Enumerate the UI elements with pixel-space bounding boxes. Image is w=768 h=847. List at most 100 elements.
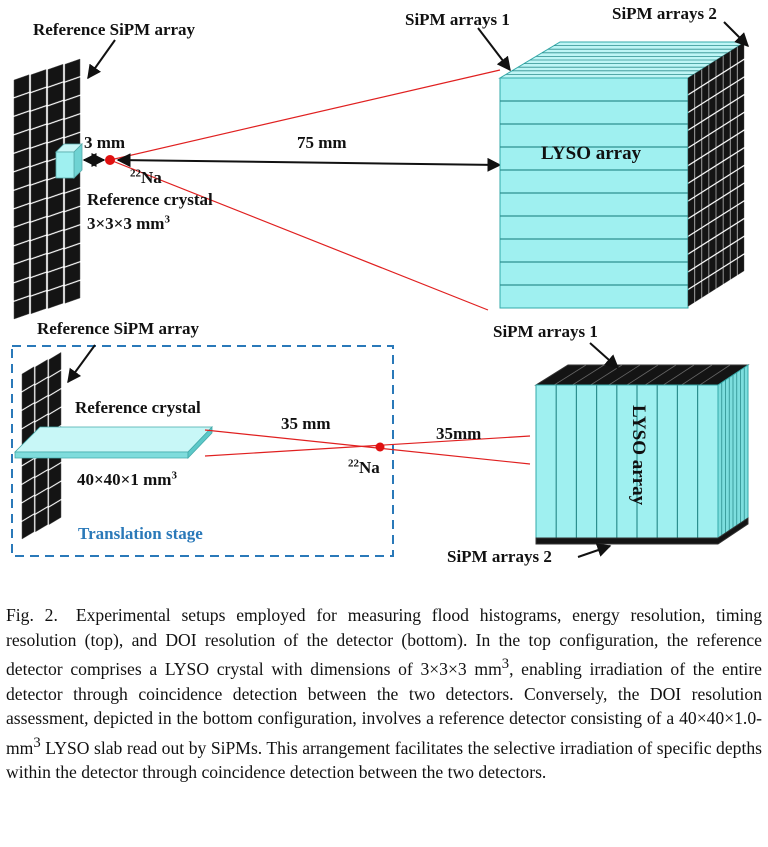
sipm-tile [730,135,738,156]
top-ref-sipm-pointer [87,39,116,80]
sipm-tile [723,175,730,196]
sipm-tile [13,203,30,227]
sipm-tile [64,95,81,119]
sipm-tile [702,206,709,227]
top-ref-crystal-dims-text: 3×3×3 mm [87,214,165,233]
sipm-tile [687,126,695,148]
sipm-tile [30,180,47,204]
sipm-tile [13,148,30,172]
top-na-source [105,155,115,165]
top-ref-crystal-label: Reference crystal [87,190,213,209]
top-beam-lower [109,159,489,311]
sipm-tile [737,183,745,205]
top-distance-label: 75 mm [297,133,347,152]
sipm-tile [694,139,702,161]
sipm-tile [730,64,738,86]
sipm-grid-line [608,364,641,386]
sipm-tile [709,166,716,188]
sipm-grid-line [699,364,731,386]
sipm-tile [737,254,745,276]
translation-stage-label: Translation stage [78,524,203,543]
sipm-tile [709,219,716,241]
sipm-tile [702,241,709,263]
figure-caption: Fig. 2.Experimental setups employed for … [6,603,762,785]
sipm-grid-line [681,364,713,386]
sipm-tile [716,126,723,148]
sipm-tile [723,104,730,125]
sipm-tile [30,143,47,167]
sipm-tile [702,259,709,281]
top-sipm2-label: SiPM arrays 2 [612,4,717,23]
sipm-tile [716,144,723,165]
sipm-tile [13,74,30,98]
sipm-tile [47,174,64,198]
sipm-tile [687,197,695,219]
sipm-tile [30,254,47,278]
sipm-tile [737,59,745,81]
sipm-tile [694,175,702,197]
sipm-tile [723,228,730,249]
bottom-slab-dims-sup: 3 [171,469,177,482]
sipm-tile [30,291,47,315]
sipm-tile [730,152,738,174]
sipm-tile [30,198,47,222]
bottom-sipm2-label: SiPM arrays 2 [447,547,552,566]
sipm-tile [30,217,47,241]
sipm-tile [694,228,702,250]
sipm-tile [64,114,81,138]
sipm-tile [694,246,702,267]
sipm-grid-line [644,364,677,386]
sipm-tile [702,153,709,174]
sipm-tile [21,403,35,429]
bottom-slab-dims-text: 40×40×1 mm [77,470,172,489]
sipm-tile [702,135,709,157]
bottom-ref-sipm-label: Reference SiPM array [37,319,200,338]
top-ref-sipm-label: Reference SiPM array [33,20,196,39]
sipm-tile [702,100,709,121]
sipm-tile [709,60,716,81]
sipm-tile [64,243,81,267]
sipm-tile [687,162,695,183]
caption-figure-label: Fig. 2. [6,605,58,625]
sipm-tile [716,197,723,218]
sipm-tile [35,377,48,403]
sipm-tile [723,86,730,108]
sipm-tile [737,236,745,258]
sipm-tile [694,104,702,126]
sipm-tile [47,119,64,143]
setup-diagram [11,21,750,558]
sipm-tile [709,237,716,258]
sipm-tile [702,170,709,192]
sipm-tile [47,285,64,309]
top-ref-crystal-dims: 3×3×3 mm3 [87,214,170,234]
top-gap-label: 3 mm [84,133,126,152]
sipm-tile [48,407,62,433]
bottom-ref-crystal-label: Reference crystal [75,398,201,417]
sipm-tile [687,250,695,272]
sipm-tile [694,69,702,90]
sipm-tile [64,188,81,212]
sipm-tile [694,193,702,214]
sipm-tile [47,82,64,106]
sipm-tile [48,351,62,378]
sipm-tile [30,87,47,111]
sipm-tile [709,113,716,134]
sipm-tile [48,388,62,415]
sipm-tile [687,268,695,290]
sipm-tile [30,106,47,130]
sipm-tile [48,370,62,396]
sipm-tile [737,95,745,116]
sipm-tile [716,268,723,289]
sipm-tile [709,254,716,276]
top-beam-upper [109,69,501,161]
sipm-tile [702,223,709,245]
bottom-source-symbol: Na [359,458,380,477]
sipm-tile [21,366,35,392]
sipm-tile [723,192,730,214]
bottom-slab-dims: 40×40×1 mm3 [77,470,177,490]
sipm-tile [13,296,30,320]
bottom-lyso-label: LYSO array [628,405,649,506]
sipm-tile [13,166,30,190]
sipm-tile [47,100,64,124]
top-reference-sipm-array [13,58,81,320]
